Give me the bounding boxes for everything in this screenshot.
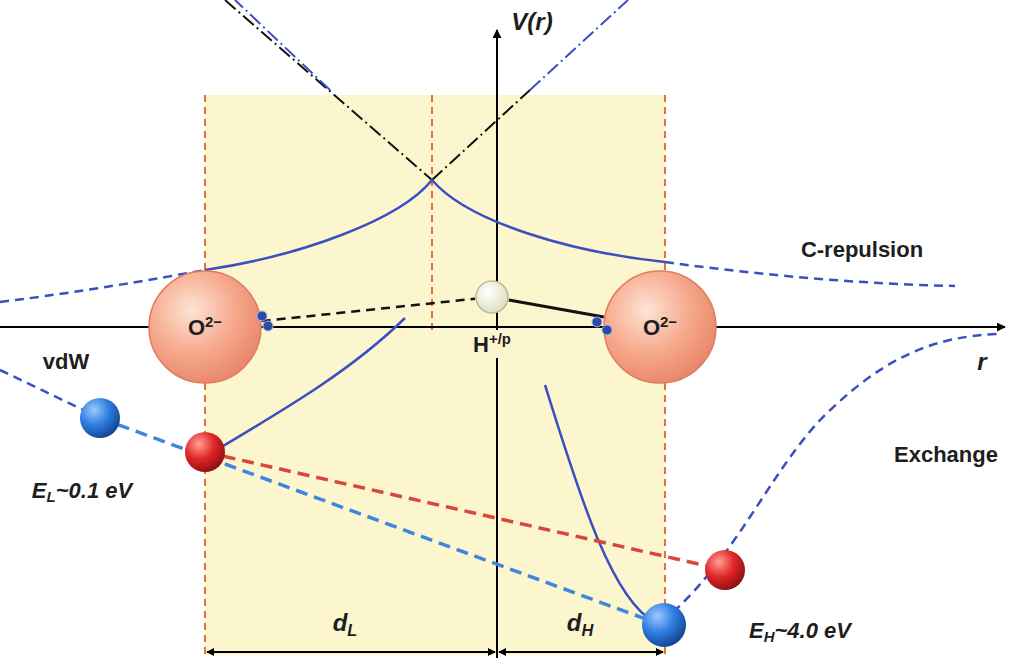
- hydrogen-atom-outline: [476, 281, 508, 313]
- boundary-line: [431, 95, 433, 330]
- dimension-arrow: [207, 651, 495, 653]
- asymptote-line: [235, 0, 330, 90]
- blue-ball: [80, 398, 120, 438]
- blue-ball: [642, 603, 686, 647]
- coulomb-curve: [205, 180, 665, 270]
- coulomb-curve: [665, 262, 955, 286]
- red-ball: [705, 550, 745, 590]
- dimension-arrow: [499, 651, 663, 653]
- hydrogen-atom-shape: [475, 280, 509, 314]
- exchange-curve: [0, 318, 1000, 622]
- dimension-label: dL: [333, 609, 358, 639]
- blue-dashed-line: [100, 418, 662, 625]
- coulomb-curve: [0, 180, 955, 302]
- dimension-arrows: [207, 651, 663, 653]
- oxygen-ion-outline: [604, 271, 716, 383]
- oxygen-ion: O2−: [603, 270, 717, 384]
- exchange-curve: [662, 334, 1000, 622]
- axis-label: V(r): [511, 8, 552, 36]
- red-ball: [185, 432, 225, 472]
- lone-pair-dot: [257, 311, 267, 321]
- bond-line: [509, 300, 604, 317]
- dimension-label: dH: [567, 609, 593, 639]
- asymptote-line: [432, 90, 530, 180]
- lone-pair-dot: [602, 325, 612, 335]
- axis-label: r: [977, 348, 986, 376]
- ion-label: O2−: [188, 313, 222, 341]
- lone-pair-dot: [263, 321, 273, 331]
- lone-pair-dot: [592, 317, 602, 327]
- red-dashed-line: [205, 452, 725, 570]
- curve-label: vdW: [43, 349, 89, 374]
- curve-label: C-repulsion: [801, 237, 923, 262]
- curve-label: Exchange: [894, 442, 998, 467]
- oxygen-ion: O2−: [148, 270, 262, 384]
- atom-label: H+/p: [470, 330, 514, 358]
- boundary-lines: [205, 95, 665, 658]
- lone-pair-dots: [257, 311, 612, 335]
- bond-line: [262, 299, 475, 321]
- yellow-band: [205, 95, 665, 655]
- exchange-curve: [545, 385, 655, 622]
- ion-label: O2−: [643, 313, 677, 341]
- asymptote-lines: [225, 0, 628, 180]
- hydrogen-atom: H+/p: [475, 280, 509, 314]
- energy-label: EL~0.1 eV: [32, 478, 132, 505]
- energy-label: EH~4.0 eV: [749, 618, 851, 645]
- asymptote-line: [225, 0, 432, 180]
- oxygen-ion-outline: [149, 271, 261, 383]
